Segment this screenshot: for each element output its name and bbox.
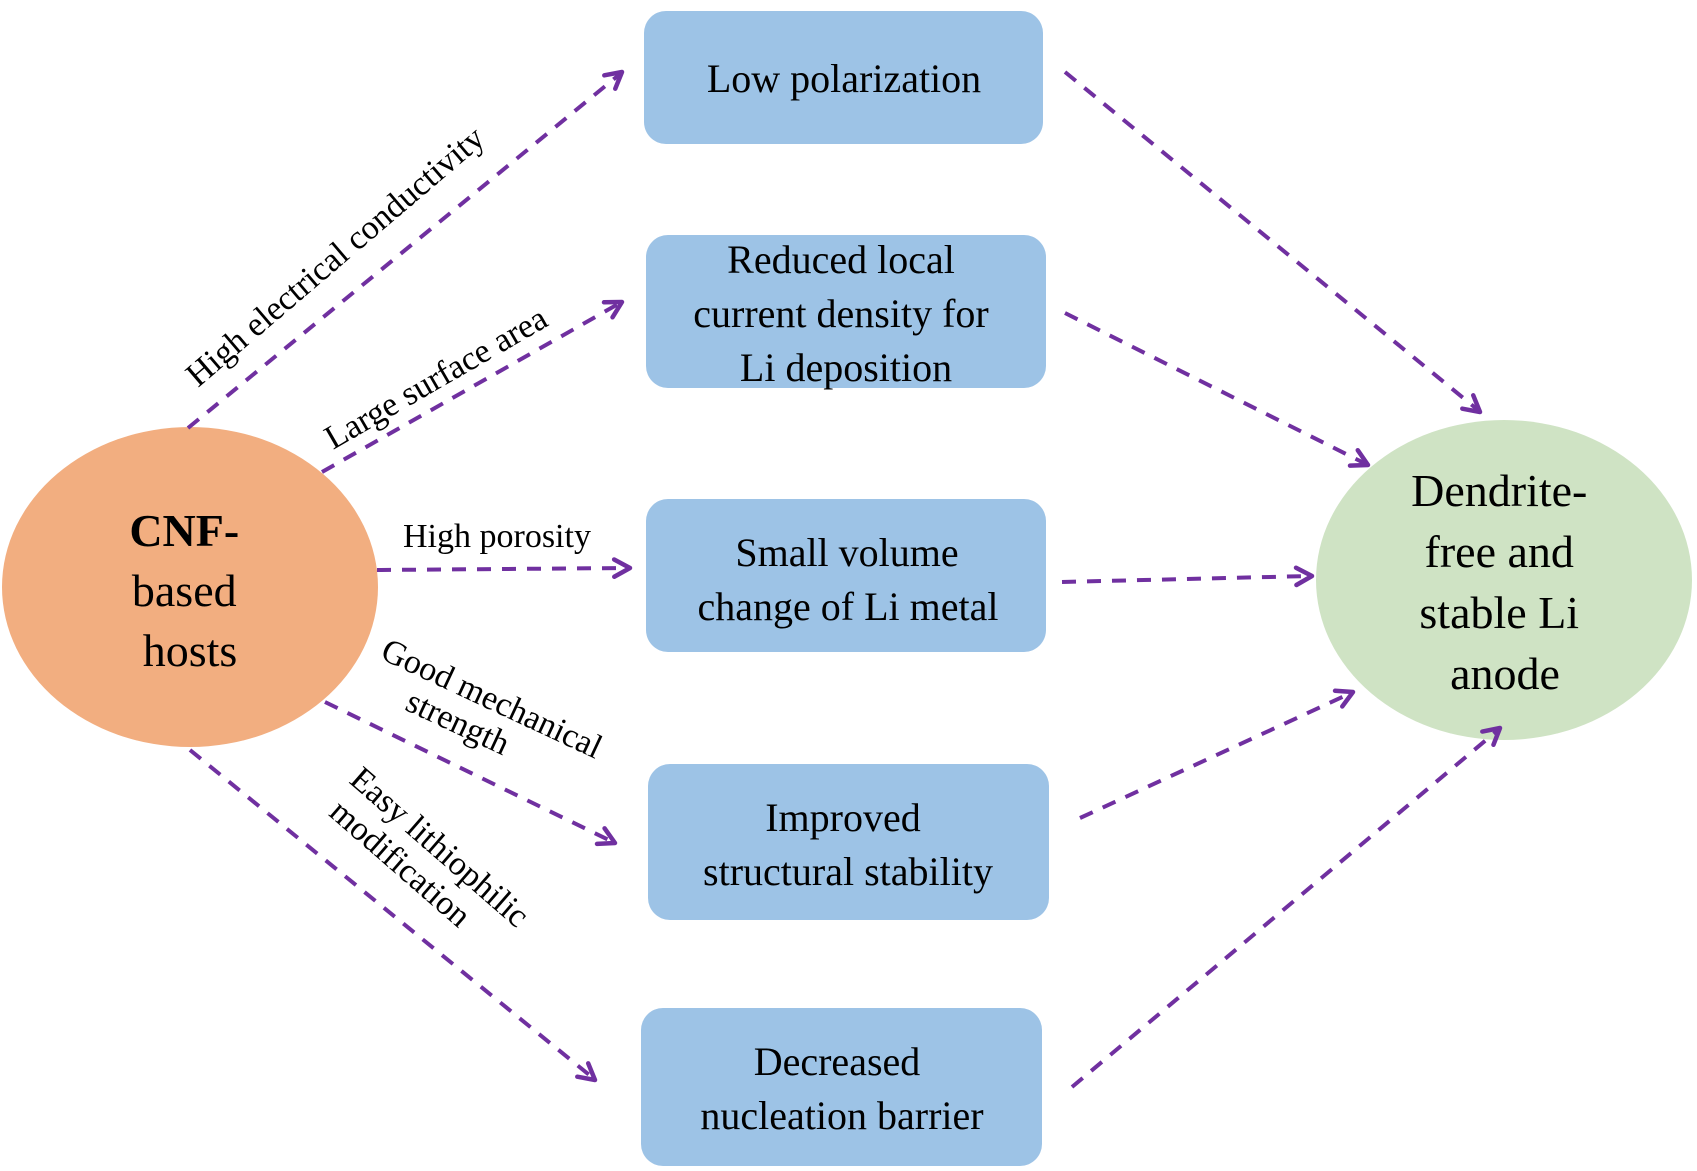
dashed-arrow-line	[1079, 691, 1352, 820]
effect-box	[644, 11, 1043, 144]
property-arrows	[186, 69, 633, 1083]
effect-label-line: Low polarization	[707, 56, 981, 101]
target-label-line: Dendrite-	[1411, 465, 1587, 516]
effect-box-reduced-current-density: Reduced local current density for Li dep…	[646, 235, 1046, 390]
effect-box	[646, 499, 1046, 652]
dashed-arrow-line	[186, 72, 622, 430]
arrowhead-icon	[1460, 393, 1483, 415]
arrow-low-polarization-to-anode	[1063, 70, 1483, 415]
dashed-arrow-line	[1061, 574, 1311, 584]
dashed-arrow-line	[1064, 311, 1367, 466]
arrowhead-icon	[1347, 447, 1371, 468]
source-ellipse	[2, 427, 378, 747]
arrowhead-icon	[602, 69, 625, 91]
arrowhead-icon	[594, 826, 618, 847]
arrowhead-icon	[1293, 565, 1315, 588]
source-label-line: based	[132, 565, 237, 616]
effect-label: Low polarization	[707, 56, 981, 101]
arrow-high-porosity	[376, 557, 633, 580]
effect-box-low-polarization: Low polarization	[644, 11, 1043, 144]
effect-label: Reduced local current density for Li dep…	[693, 237, 998, 390]
target-node: Dendrite- free and stable Li anode	[1316, 420, 1692, 740]
arrow-high-electrical-conductivity	[186, 69, 625, 430]
arrowhead-icon	[611, 557, 633, 580]
arrowhead-icon	[575, 1061, 598, 1083]
dashed-arrow-line	[1070, 728, 1500, 1089]
effect-box	[648, 764, 1049, 920]
effect-box-small-volume-change: Small volume change of Li metal	[646, 499, 1046, 652]
effect-label: Small volume change of Li metal	[698, 530, 999, 629]
effect-label-line: Small volume	[735, 530, 958, 575]
effect-box	[641, 1008, 1042, 1166]
arrowhead-icon	[601, 299, 625, 320]
target-ellipse	[1316, 420, 1692, 740]
label-high-porosity: High porosity	[403, 518, 591, 555]
arrowhead-icon	[1332, 688, 1356, 709]
effect-box	[646, 235, 1046, 388]
effect-label-line: structural stability	[703, 849, 993, 894]
effect-label-line: Reduced local	[727, 237, 955, 282]
arrow-easy-lithiophilic-modification	[188, 748, 598, 1083]
target-label-line: stable Li	[1419, 587, 1579, 638]
effect-box-decreased-nucleation-barrier: Decreased nucleation barrier	[641, 1008, 1042, 1166]
target-label-line: free and	[1425, 526, 1574, 577]
dashed-arrow-line	[1063, 70, 1480, 412]
target-label-line: anode	[1450, 648, 1560, 699]
edge-label-line: Large surface area	[319, 300, 554, 457]
dashed-arrow-line	[376, 566, 629, 572]
source-label: CNF- based hosts	[129, 505, 250, 676]
effect-label-line: Decreased	[754, 1039, 921, 1084]
arrow-reduced-current-density-to-anode	[1064, 311, 1371, 468]
effect-label-line: Improved	[765, 795, 921, 840]
effect-label: Improved structural stability	[703, 795, 993, 894]
target-label: Dendrite- free and stable Li anode	[1411, 465, 1599, 699]
arrow-structural-stability-to-anode	[1079, 688, 1356, 820]
dashed-arrow-line	[188, 748, 595, 1080]
effect-label-line: Li deposition	[740, 345, 952, 390]
arrow-good-mechanical-strength	[324, 700, 618, 847]
dashed-arrow-line	[321, 301, 621, 474]
label-good-mechanical-strength: Good mechanical strength	[360, 632, 615, 803]
effect-arrows	[1061, 70, 1503, 1089]
arrow-nucleation-barrier-to-anode	[1070, 725, 1503, 1089]
edge-label-line: High porosity	[403, 518, 591, 555]
effect-label-line: current density for	[693, 291, 988, 336]
dashed-arrow-line	[324, 700, 614, 844]
effect-label: Decreased nucleation barrier	[700, 1039, 983, 1138]
arrow-small-volume-change-to-anode	[1061, 565, 1315, 588]
label-large-surface-area: Large surface area	[319, 300, 554, 457]
effect-label-line: nucleation barrier	[700, 1093, 983, 1138]
effect-box-improved-structural-stability: Improved structural stability	[648, 764, 1049, 920]
arrowhead-icon	[1480, 725, 1503, 748]
effect-label-line: change of Li metal	[698, 584, 999, 629]
source-label-line: hosts	[143, 625, 238, 676]
source-label-line: CNF-	[129, 505, 239, 556]
arrow-large-surface-area	[321, 299, 625, 474]
source-node: CNF- based hosts	[2, 427, 378, 747]
